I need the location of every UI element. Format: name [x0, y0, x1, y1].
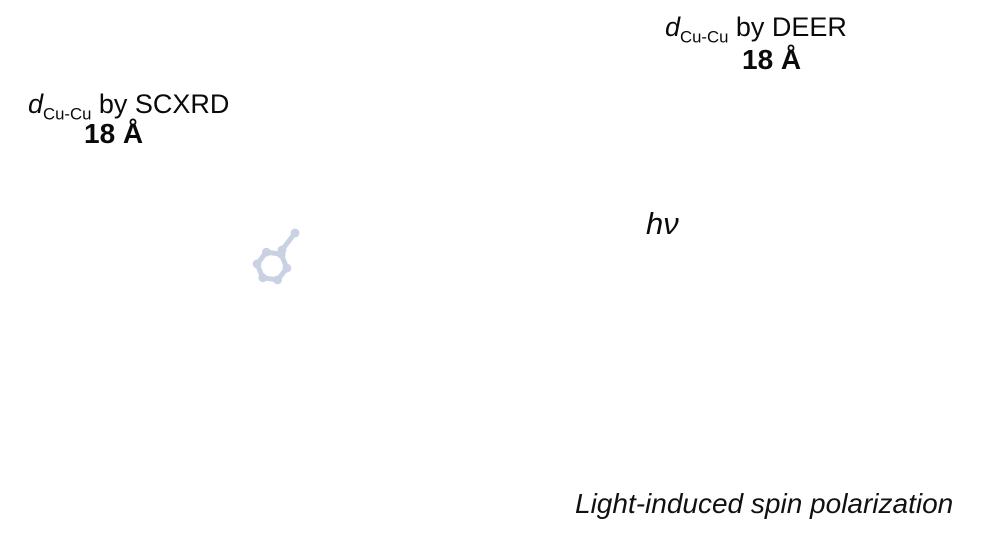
deer-distance-value: 18 Å	[742, 44, 802, 75]
photon-hv-label: hν	[646, 206, 679, 241]
figure-caption: Light-induced spin polarization	[575, 488, 954, 519]
deer-method-text: by DEER	[728, 12, 847, 42]
d-symbol: d	[28, 89, 44, 119]
deer-distance-label: dCu-Cu by DEER	[665, 13, 847, 46]
scxrd-distance-label: dCu-Cu by SCXRD	[28, 90, 229, 123]
scxrd-method-text: by SCXRD	[91, 89, 230, 119]
cu-cu-subscript: Cu-Cu	[43, 104, 92, 124]
axial-aryl-ghost	[252, 228, 300, 285]
scxrd-distance-value: 18 Å	[84, 118, 144, 149]
d-symbol: d	[665, 12, 681, 42]
cu-cu-subscript: Cu-Cu	[680, 27, 729, 47]
